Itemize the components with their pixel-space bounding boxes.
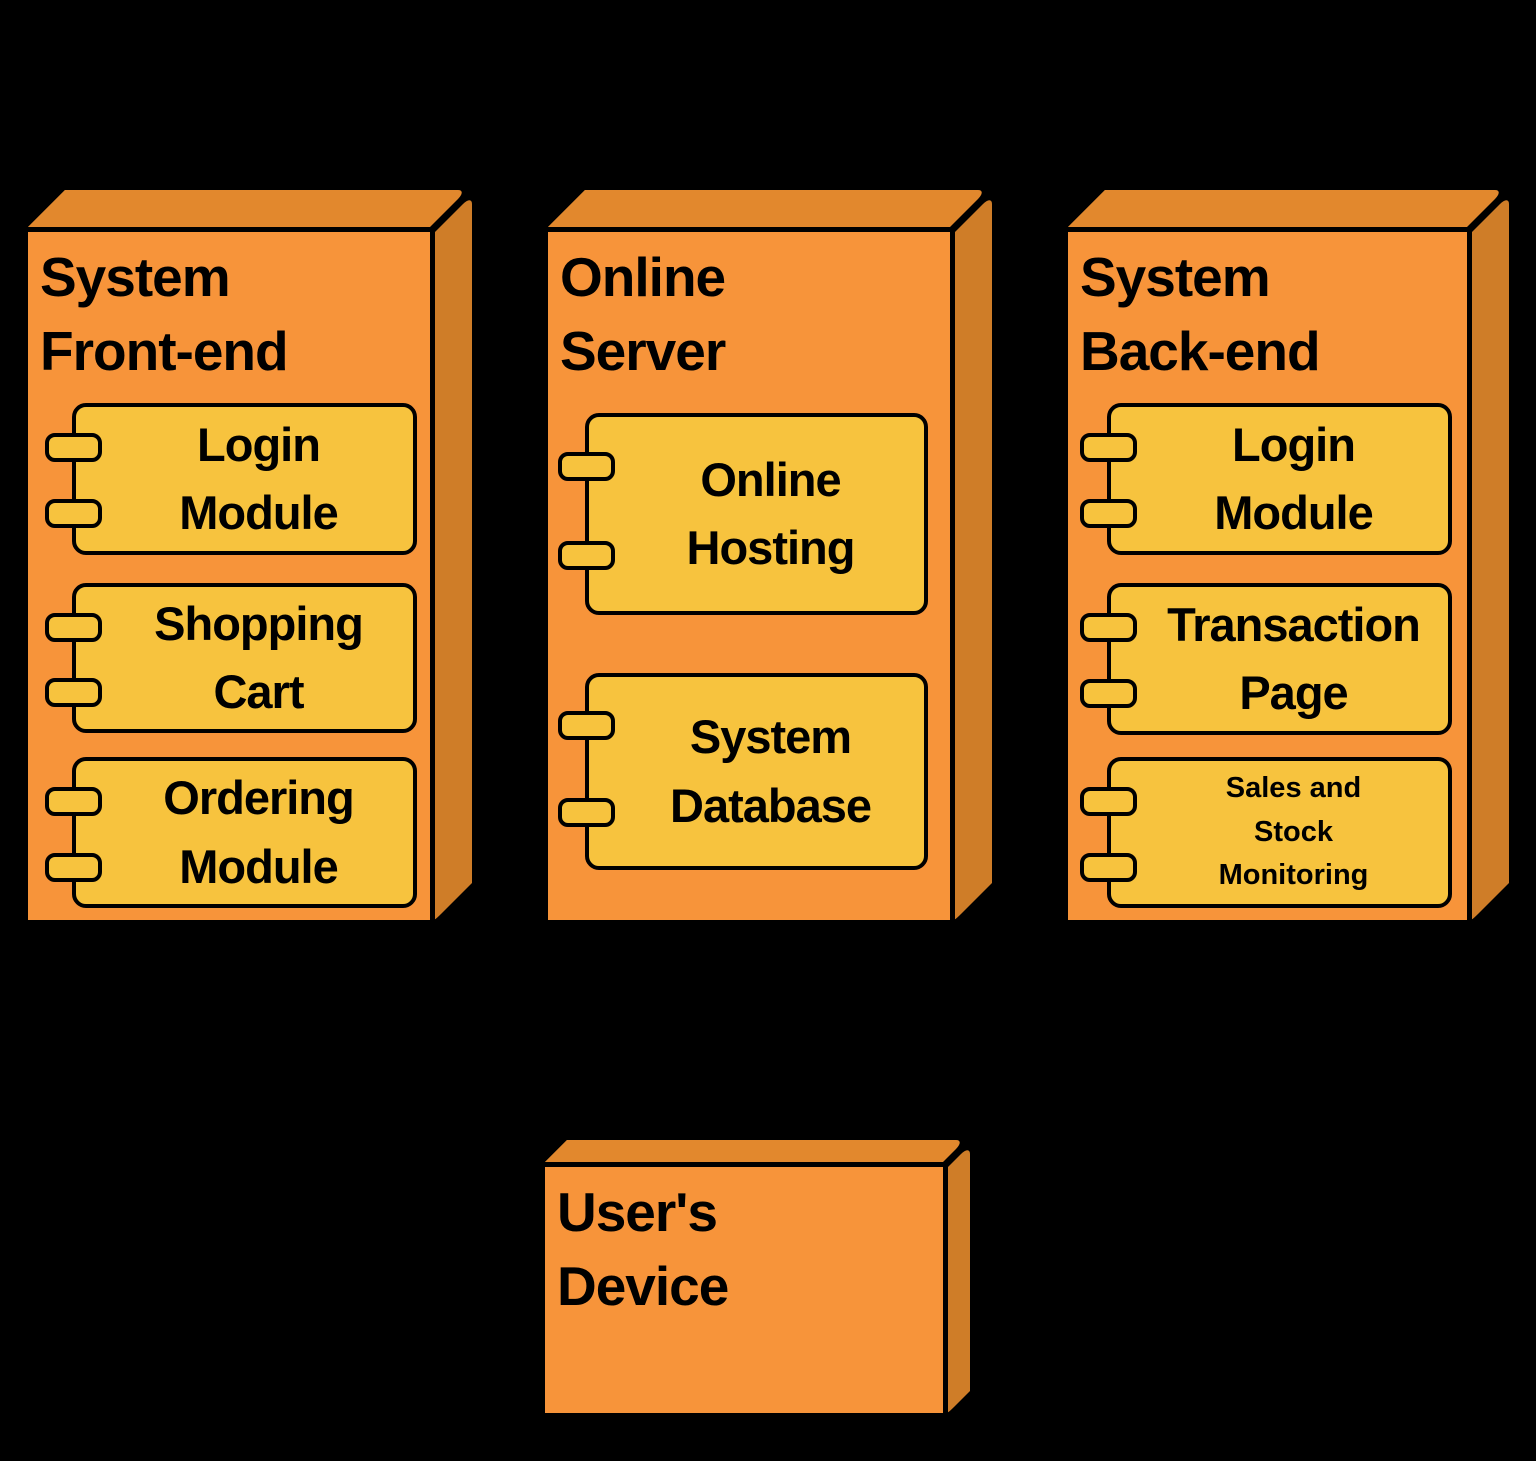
- node-title: System Back-end: [1080, 246, 1321, 383]
- node-side-face: [955, 185, 997, 925]
- component-label: Login Module: [179, 417, 338, 539]
- node-front-face: System Front-end Login Module Shopping C…: [23, 227, 435, 925]
- component-login-module: Login Module: [45, 403, 417, 555]
- component-tab-bottom-icon: [1080, 499, 1137, 529]
- component-tab-top-icon: [45, 432, 102, 462]
- component-tab-bottom-icon: [45, 852, 102, 882]
- node-front-face: User's Device: [540, 1162, 948, 1418]
- node-side-face: [1472, 185, 1514, 925]
- component-tab-bottom-icon: [1080, 679, 1137, 709]
- component-tab-top-icon: [1080, 786, 1137, 816]
- component-tab-bottom-icon: [45, 499, 102, 529]
- component-online-hosting: Online Hosting: [558, 413, 928, 615]
- component-label: Online Hosting: [686, 452, 856, 574]
- component-ordering-module: Ordering Module: [45, 757, 417, 908]
- component-label: Shopping Cart: [154, 596, 364, 718]
- component-label: Login Module: [1214, 417, 1373, 539]
- component-tab-top-icon: [1080, 612, 1137, 642]
- node-front-face: Online Server Online Hosting System Data…: [543, 227, 955, 925]
- node-title: User's Device: [557, 1181, 729, 1318]
- node-title: System Front-end: [40, 246, 289, 383]
- component-label: Transaction Page: [1167, 597, 1421, 719]
- component-tab-top-icon: [558, 451, 615, 481]
- component-tab-bottom-icon: [45, 677, 102, 707]
- component-tab-top-icon: [1080, 432, 1137, 462]
- component-tab-top-icon: [558, 711, 615, 741]
- component-tab-bottom-icon: [1080, 852, 1137, 882]
- component-label: System Database: [670, 710, 872, 832]
- node-side-face: [435, 185, 477, 925]
- component-sales-stock-monitoring: Sales and Stock Monitoring: [1080, 757, 1452, 908]
- component-label: Ordering Module: [163, 771, 354, 893]
- node-top-face: [543, 185, 997, 227]
- node-title: Online Server: [560, 246, 726, 383]
- node-side-face: [948, 1135, 975, 1418]
- node-top-face: [23, 185, 477, 227]
- node-top-face: [540, 1135, 975, 1162]
- component-label: Sales and Stock Monitoring: [1218, 772, 1369, 892]
- component-shopping-cart: Shopping Cart: [45, 583, 417, 733]
- component-tab-top-icon: [45, 612, 102, 642]
- component-login-module: Login Module: [1080, 403, 1452, 555]
- component-tab-bottom-icon: [558, 797, 615, 827]
- component-system-database: System Database: [558, 673, 928, 870]
- node-front-face: System Back-end Login Module Transaction…: [1063, 227, 1472, 925]
- component-tab-bottom-icon: [558, 541, 615, 571]
- node-top-face: [1063, 185, 1514, 227]
- component-transaction-page: Transaction Page: [1080, 583, 1452, 735]
- component-tab-top-icon: [45, 786, 102, 816]
